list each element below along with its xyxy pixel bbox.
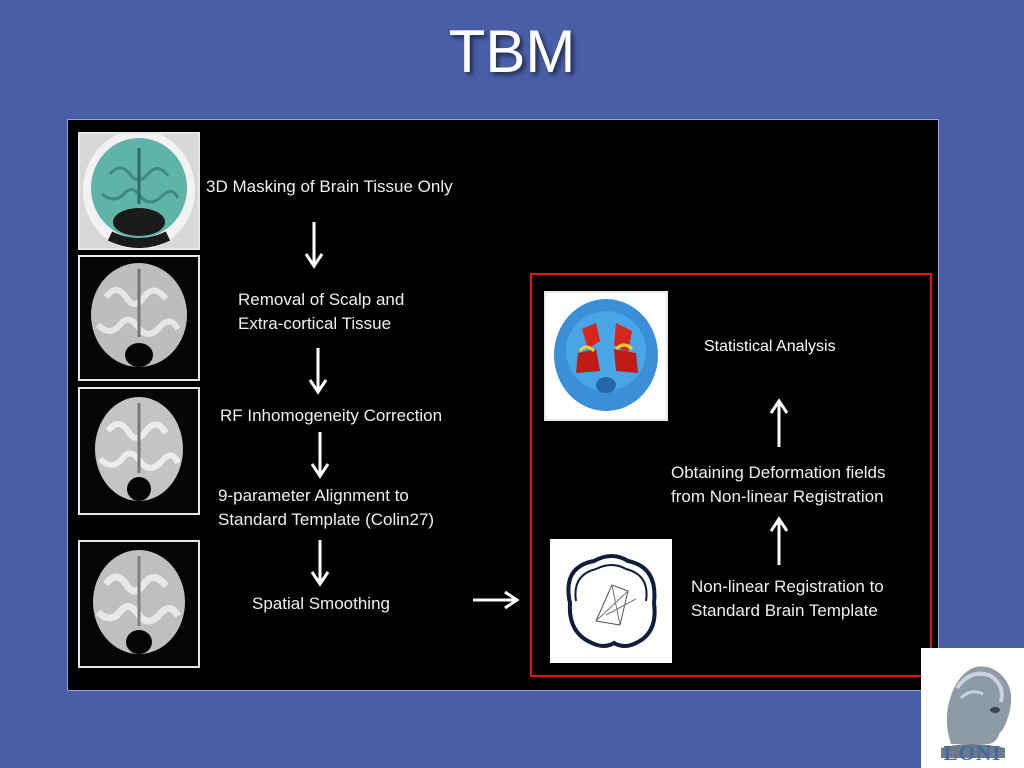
skull-stripped-brain-image [78,255,200,381]
smoothed-brain-image [78,540,200,668]
step-spatial-smoothing-label: Spatial Smoothing [252,594,390,613]
right-arrow-icon [473,590,520,610]
deformation-fields-label: Obtaining Deformation fields from Non-li… [671,463,886,506]
statistical-analysis-label: Statistical Analysis [704,338,836,355]
step-scalp-removal-label: Removal of Scalp and Extra-cortical Tiss… [238,290,405,333]
masked-brain-image [78,132,200,250]
loni-logo: LONI [921,648,1024,768]
down-arrow-icon [308,348,328,395]
up-arrow-icon [769,398,789,447]
nonlinear-registration-label: Non-linear Registration to Standard Brai… [691,577,884,620]
down-arrow-icon [310,432,330,479]
step-3d-masking-label: 3D Masking of Brain Tissue Only [206,177,453,196]
pipeline-diagram: 3D Masking of Brain Tissue Only Removal … [67,119,939,691]
slide-title: TBM [448,18,576,85]
down-arrow-icon [304,222,324,269]
registration-template-image [550,539,672,663]
down-arrow-icon [310,540,330,587]
up-arrow-icon [769,516,789,565]
step-alignment-label: 9-parameter Alignment to Standard Templa… [218,486,435,529]
analysis-box: Statistical Analysis Obtaining Deformati… [530,273,932,677]
rf-corrected-brain-image [78,387,200,515]
step-rf-correction-label: RF Inhomogeneity Correction [220,406,443,425]
statistical-map-image [544,291,668,421]
loni-logo-text: LONI [943,741,1002,765]
